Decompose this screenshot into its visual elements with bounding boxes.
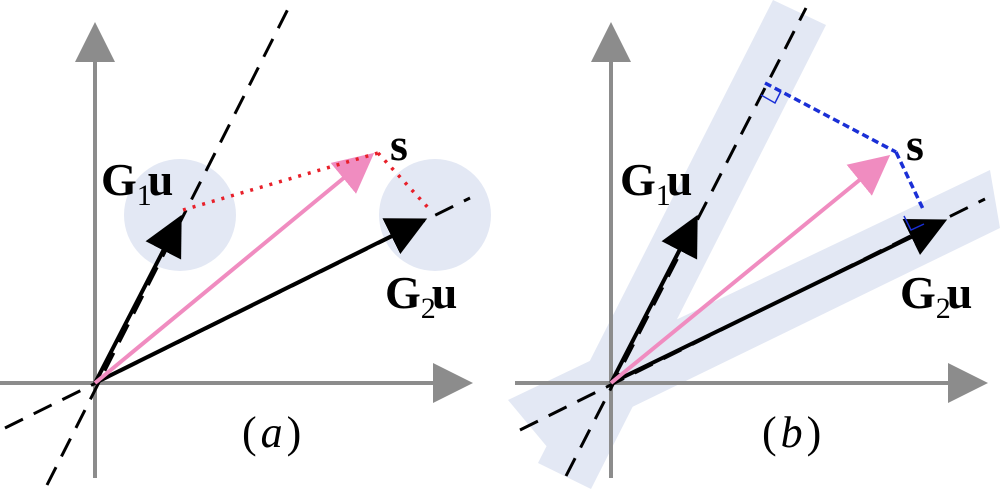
s-vector xyxy=(609,154,891,385)
g2u-label: G2u xyxy=(385,267,457,325)
g1u-label: G1u xyxy=(101,154,173,212)
caption-a: (a) xyxy=(242,408,301,457)
g1-region-disc xyxy=(124,159,236,271)
projection-to-g1 xyxy=(764,81,897,154)
g2-region-disc xyxy=(379,159,491,271)
panel-a: G1u s G2u (a) xyxy=(0,4,491,486)
right-angle-mark-g1 xyxy=(760,90,782,105)
panel-b: G1u s G2u (b) xyxy=(508,0,1000,489)
g2u-label: G2u xyxy=(900,267,972,325)
s-label: s xyxy=(390,119,408,170)
g1u-vector xyxy=(609,214,698,384)
g2-subspace-band xyxy=(508,170,1000,448)
s-label: s xyxy=(906,119,924,170)
g1u-label: G1u xyxy=(620,154,692,212)
g2u-vector xyxy=(94,218,428,385)
g1u-vector xyxy=(93,214,182,384)
residual-to-g1 xyxy=(182,151,379,212)
caption-b: (b) xyxy=(762,408,821,457)
g2u-vector xyxy=(610,219,948,385)
right-angle-mark-g2 xyxy=(903,215,925,231)
s-vector xyxy=(93,152,375,385)
